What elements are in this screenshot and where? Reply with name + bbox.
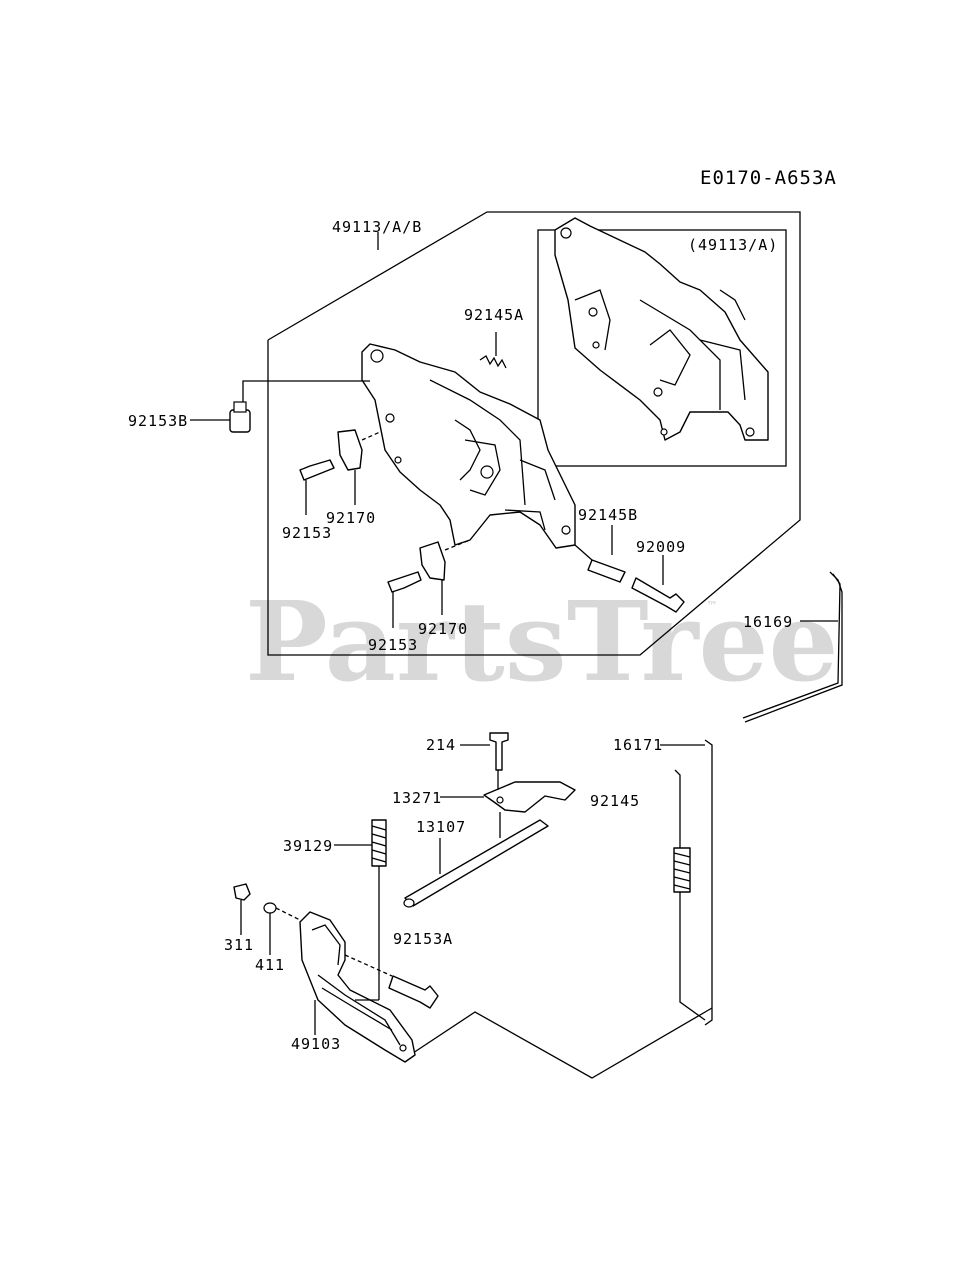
assembly-outline-upper: [267, 211, 801, 656]
lever-49103-drawing: [299, 911, 416, 1063]
label-13107: 13107: [416, 818, 466, 836]
rod-16171-drawing: [660, 739, 713, 1026]
spring-92145B-drawing: [574, 525, 626, 583]
label-92170-lower: 92170: [418, 620, 468, 638]
label-92145A: 92145A: [464, 306, 524, 324]
label-92145B: 92145B: [578, 506, 638, 524]
bolt-92153A-drawing: [344, 954, 439, 1009]
bolt-214-drawing: [460, 732, 509, 790]
rod-16169-drawing: [742, 571, 843, 723]
label-16171: 16171: [613, 736, 663, 754]
label-92170-upper: 92170: [326, 509, 376, 527]
label-92153B: 92153B: [128, 412, 188, 430]
label-92145: 92145: [590, 792, 640, 810]
label-92153-upper: 92153: [282, 524, 332, 542]
label-92153-lower: 92153: [368, 636, 418, 654]
clip-92170-upper-drawing: [337, 429, 381, 505]
label-92009: 92009: [636, 538, 686, 556]
label-411: 411: [255, 956, 285, 974]
plate-13271-drawing: [440, 781, 576, 813]
inset-bracket-drawing: [554, 217, 769, 441]
label-49113-assy: 49113/A/B: [332, 218, 422, 236]
label-49103: 49103: [291, 1035, 341, 1053]
watermark-text: PartsTree: [245, 577, 839, 706]
control-bracket-drawing: [361, 343, 576, 549]
bolt-92009-drawing: [631, 555, 685, 613]
watermark-trademark: ™: [706, 599, 718, 613]
nut-311-drawing: [233, 883, 251, 935]
diagram-code: E0170-A653A: [700, 167, 837, 189]
spring-92145A-drawing: [479, 332, 507, 369]
label-214: 214: [426, 736, 456, 754]
label-92153A: 92153A: [393, 930, 453, 948]
screw-92153-lower-drawing: [387, 571, 422, 628]
label-13271: 13271: [392, 789, 442, 807]
assembly-outline-lower: [409, 1007, 713, 1079]
label-39129: 39129: [283, 837, 333, 855]
screw-92153-upper-drawing: [299, 459, 335, 515]
label-311: 311: [224, 936, 254, 954]
spring-39129-drawing: [334, 819, 387, 1000]
bolt-92153B-drawing: [190, 380, 370, 433]
label-16169: 16169: [743, 613, 793, 631]
shaft-13107-drawing: [403, 812, 549, 908]
washer-411-drawing: [263, 902, 301, 955]
inset-label: (49113/A): [688, 236, 778, 254]
clip-92170-lower-drawing: [419, 539, 471, 615]
inset-box: [537, 229, 787, 467]
